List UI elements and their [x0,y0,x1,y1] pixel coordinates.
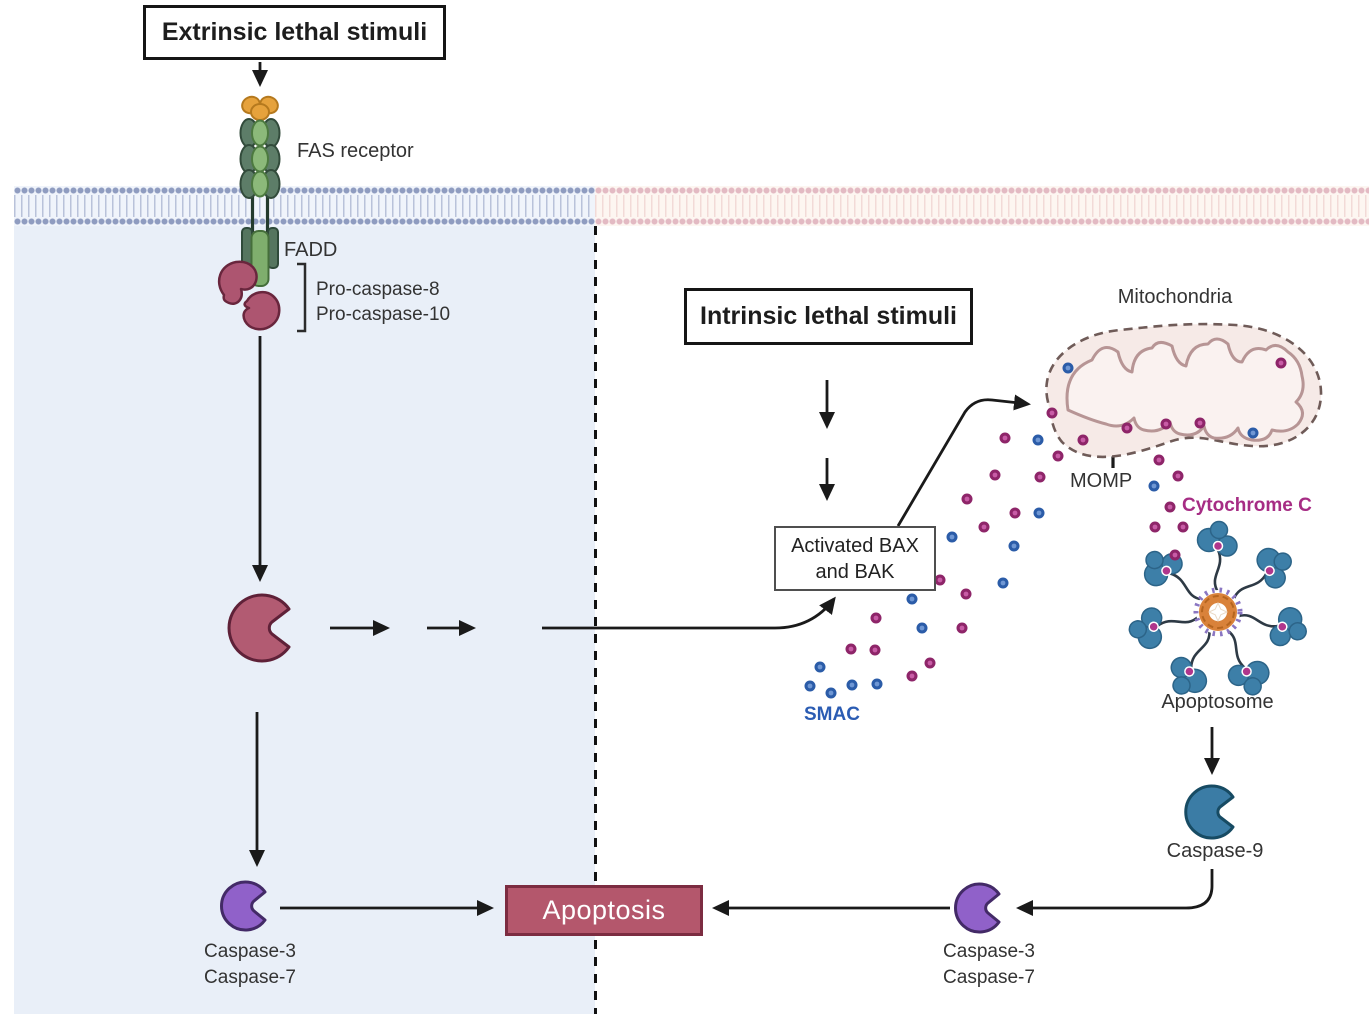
smac-dot [1250,430,1256,436]
caspase8-shape [227,593,291,663]
smac-dot [909,596,915,602]
cytochrome-c-dot [873,615,879,621]
bax-line1: Activated BAX [791,534,919,557]
cytochrome-c-dot [1055,453,1061,459]
membrane-head-row [595,186,1369,195]
apoptosis-box: Apoptosis [505,885,703,936]
cytochrome-c-dot [963,591,969,597]
cytochrome-c-dot [1049,410,1055,416]
membrane-head-row [14,186,595,195]
smac-dot [1036,510,1042,516]
activated-bax-bak-box: Activated BAX and BAK [774,526,936,591]
fas-receptor-label: FAS receptor [297,140,414,162]
smac-dot [1151,483,1157,489]
smac-dot [849,682,855,688]
cytochrome-c-dot [1180,524,1186,530]
smac-dot [1000,580,1006,586]
apoptosome-label: Apoptosome [1161,691,1274,713]
cytochrome-c-label: Cytochrome C [1182,495,1312,516]
cytochrome-c-dot [1037,474,1043,480]
momp-label: MOMP [1070,470,1133,492]
smac-dot [949,534,955,540]
fas-receptor-shape [239,95,281,287]
extrinsic-stimuli-box: Extrinsic lethal stimuli [143,5,446,60]
cytochrome-c-dot [992,472,998,478]
bax-line2: and BAK [815,560,895,583]
smac-dot [874,681,880,687]
caspase-3-label-left: Caspase-3 [204,941,296,962]
mitochondria-label: Mitochondria [1117,286,1233,308]
apoptosome-star-center [1207,601,1229,623]
smac-dot [919,625,925,631]
membrane-tail-row [14,195,595,217]
cytochrome-c-dot [937,577,943,583]
membrane-head-row [14,217,595,226]
smac-dot [1035,437,1041,443]
cytochrome-c-dot [927,660,933,666]
flow-arrows [249,62,1220,916]
smac-label: SMAC [804,704,860,725]
apoptosome-core-ring [1199,593,1237,631]
membrane-head-row [595,217,1369,226]
caspase-9-label: Caspase-9 [1166,840,1264,862]
cytochrome-c-dot [1163,421,1169,427]
arrow-bax-to-mitochondria [896,394,1031,527]
pro-caspase-blobs [217,260,281,331]
cytochrome-c-dot [1175,473,1181,479]
cytochrome-c-dot [1172,552,1178,558]
cytochrome-c-dot [909,673,915,679]
cytochrome-c-dot [872,647,878,653]
cytochrome-c-dot [1002,435,1008,441]
extrinsic-cytosol-panel [14,226,595,1014]
caspase9-shape [1184,784,1235,840]
cytochrome-c-dot [1156,457,1162,463]
cytochrome-c-dot [1080,437,1086,443]
membrane-tail-row [595,195,1369,217]
molecule-dots [804,357,1287,699]
plasma-membrane-right [595,186,1369,226]
caspase3-shape-left [220,880,267,932]
pro-caspase-bracket [297,262,307,333]
smac-dot [1065,365,1071,371]
pro-caspase-10-label: Pro-caspase-10 [316,304,451,325]
plasma-membrane-left [14,186,595,226]
fadd-label: FADD [284,239,338,261]
cytochrome-c-dot [964,496,970,502]
cytochrome-c-dot [1278,360,1284,366]
arrow-caspase9-to-caspase3 [1016,869,1214,916]
cytochrome-c-dot [1197,420,1203,426]
cytochrome-c-dot [959,625,965,631]
cytochrome-c-dot [1152,524,1158,530]
intrinsic-stimuli-box: Intrinsic lethal stimuli [684,288,973,345]
smac-dot [807,683,813,689]
caspase-7-label-left: Caspase-7 [204,967,296,988]
smac-dot [1011,543,1017,549]
pro-caspase-8-label: Pro-caspase-8 [316,279,440,300]
cytochrome-c-dot [981,524,987,530]
apoptosome-shape [1124,520,1313,704]
mitochondria-shape [1045,322,1323,459]
smac-dot [828,690,834,696]
cytochrome-c-dot [1012,510,1018,516]
ligand-trimer [241,95,279,121]
caspase3-shape-right [954,882,1001,934]
smac-dot [817,664,823,670]
cytochrome-c-dot [1167,504,1173,510]
receptor-ectodomain [239,118,281,199]
caspase-3-label-right: Caspase-3 [943,941,1035,962]
cytochrome-c-dot [1124,425,1130,431]
arrow-caspase8-to-bax [542,596,836,630]
caspase-7-label-right: Caspase-7 [943,967,1035,988]
cytochrome-c-dot [848,646,854,652]
